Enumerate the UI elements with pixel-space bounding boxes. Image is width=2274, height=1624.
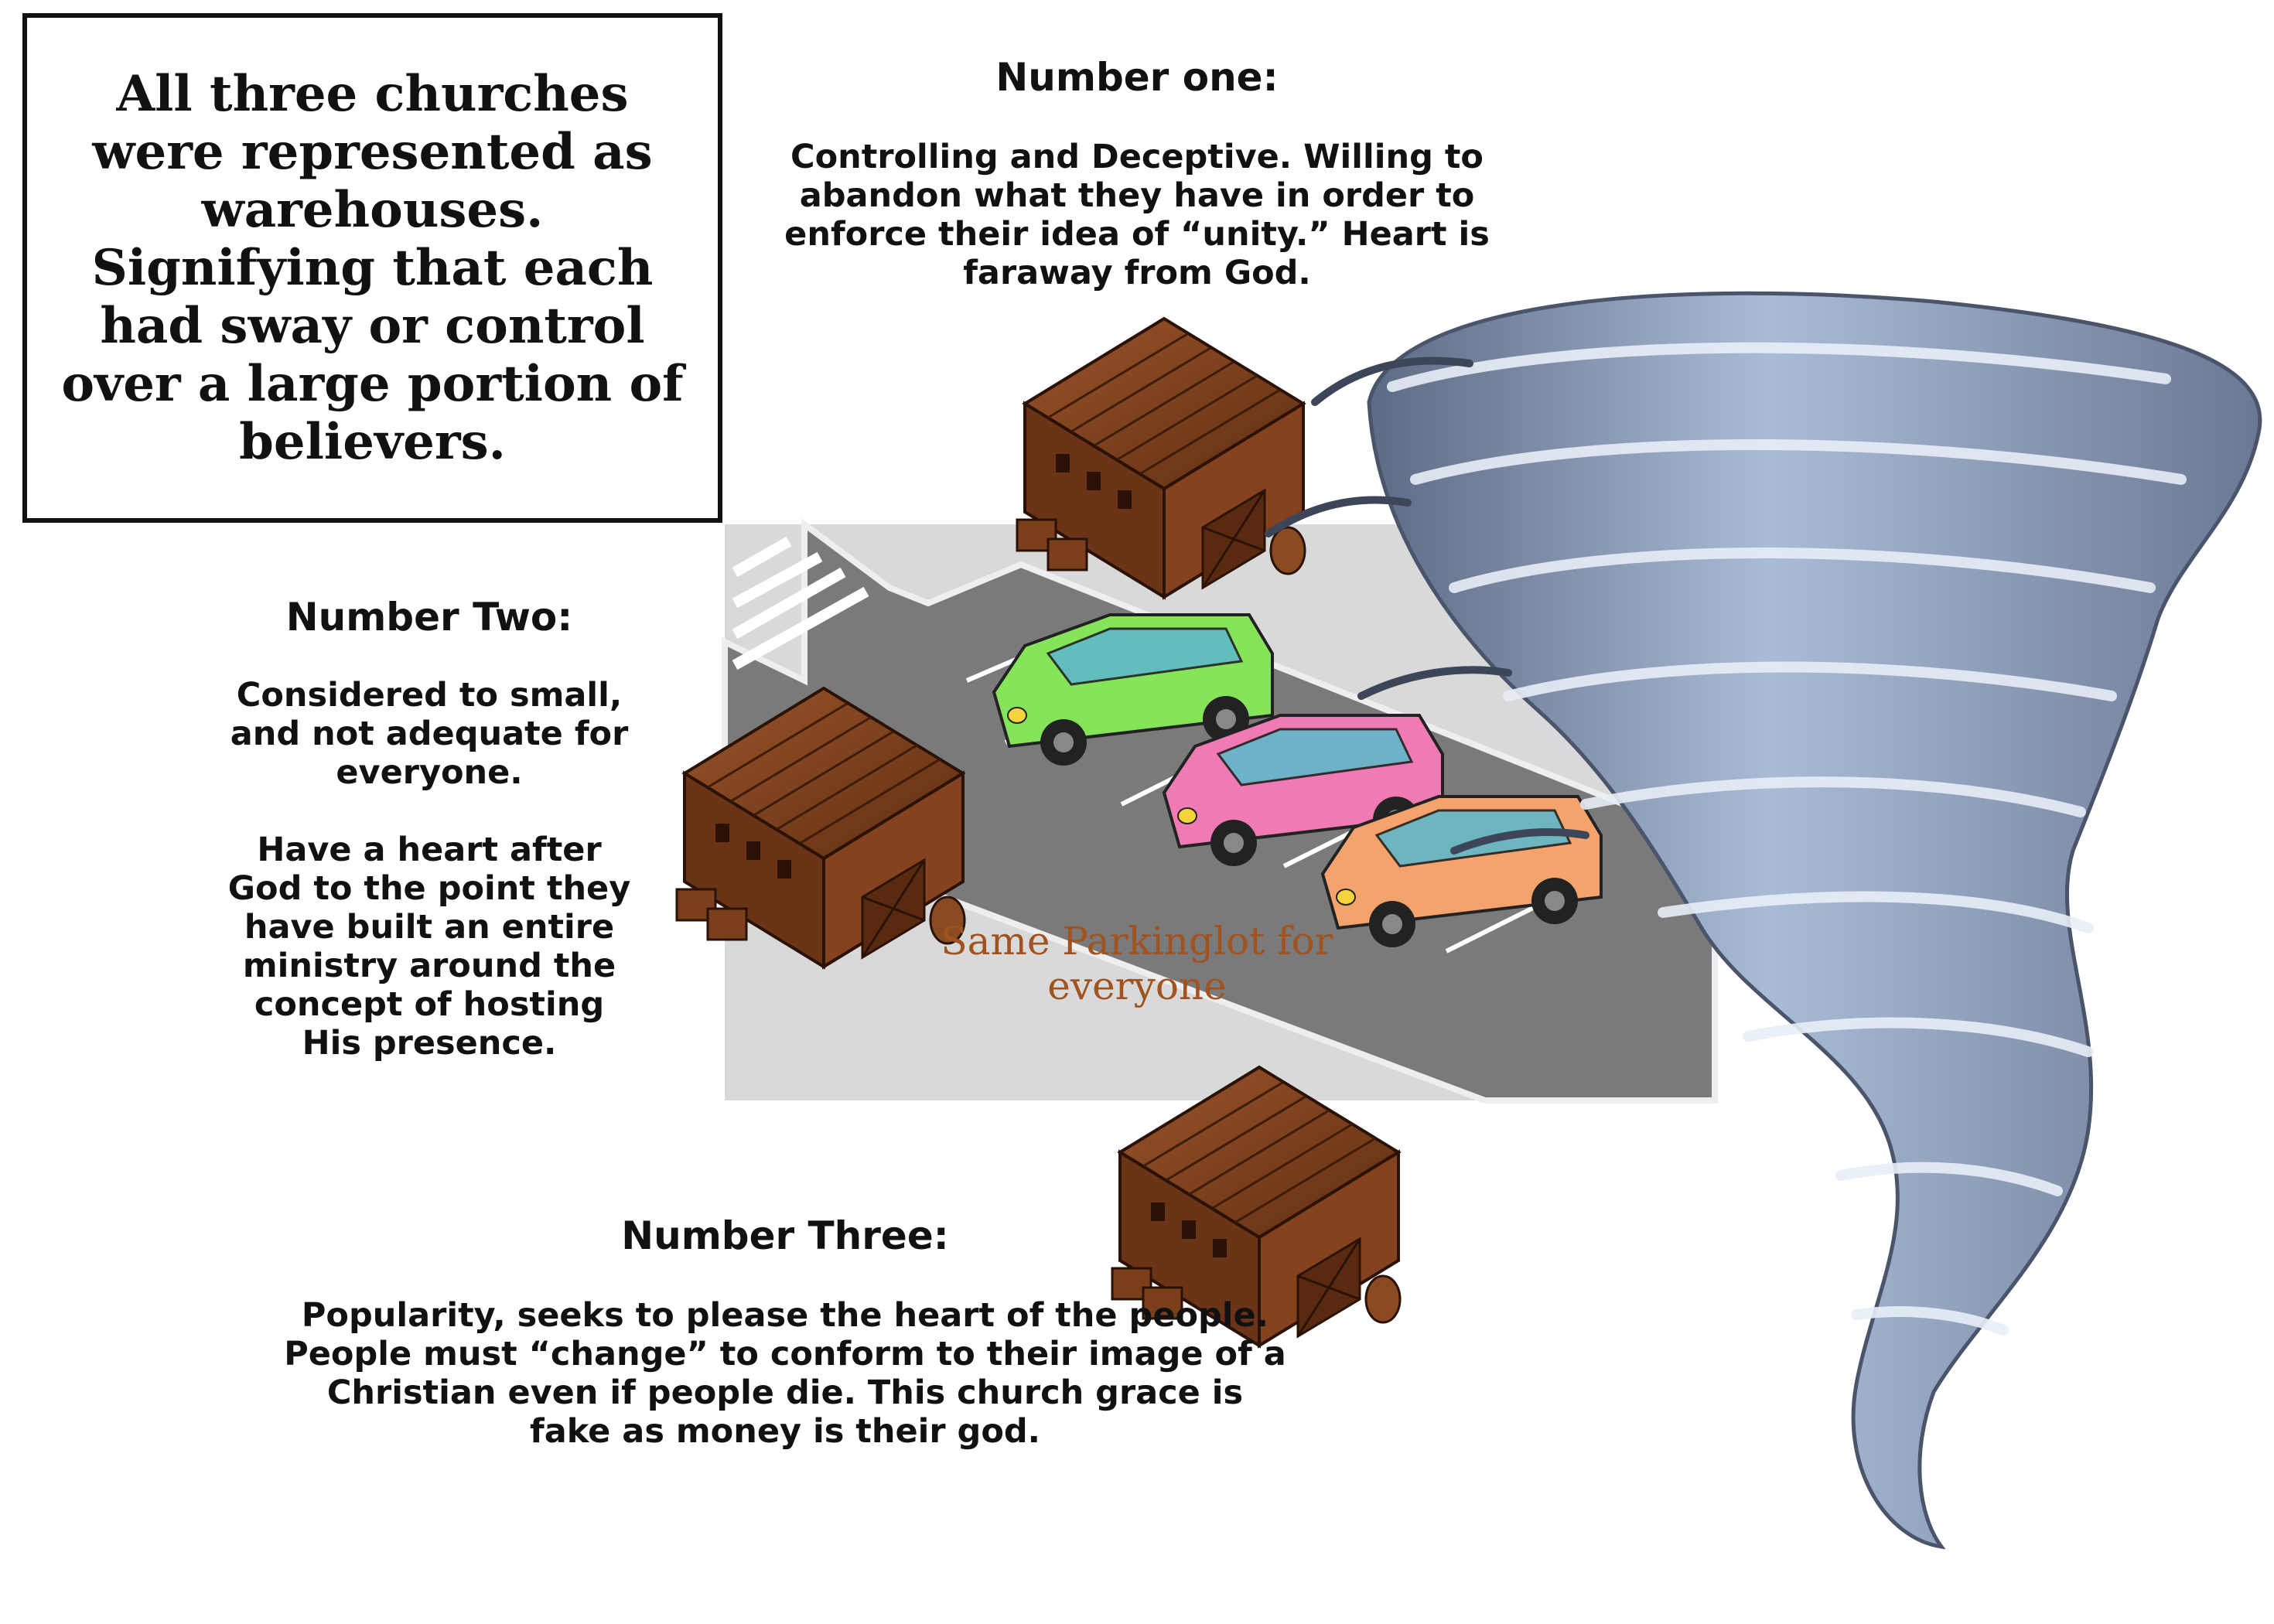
church-one-description: Controlling and Deceptive. Willing to ab… bbox=[784, 138, 1490, 292]
intro-text: All three churches were represented as w… bbox=[61, 65, 684, 471]
church-three-description: Popularity, seeks to please the heart of… bbox=[284, 1296, 1286, 1451]
church-two-heading: Number Two: bbox=[285, 595, 573, 640]
parking-lot-label: Same Parkinglot for everyone bbox=[941, 919, 1333, 1008]
crosswalk bbox=[732, 536, 869, 670]
intro-box: All three churches were represented as w… bbox=[22, 13, 722, 523]
church-one-heading: Number one: bbox=[995, 55, 1279, 100]
tornado bbox=[1265, 291, 2262, 1550]
church-three-heading: Number Three: bbox=[621, 1213, 949, 1258]
church-two-description: Considered to small, and not adequate fo… bbox=[227, 676, 631, 1063]
